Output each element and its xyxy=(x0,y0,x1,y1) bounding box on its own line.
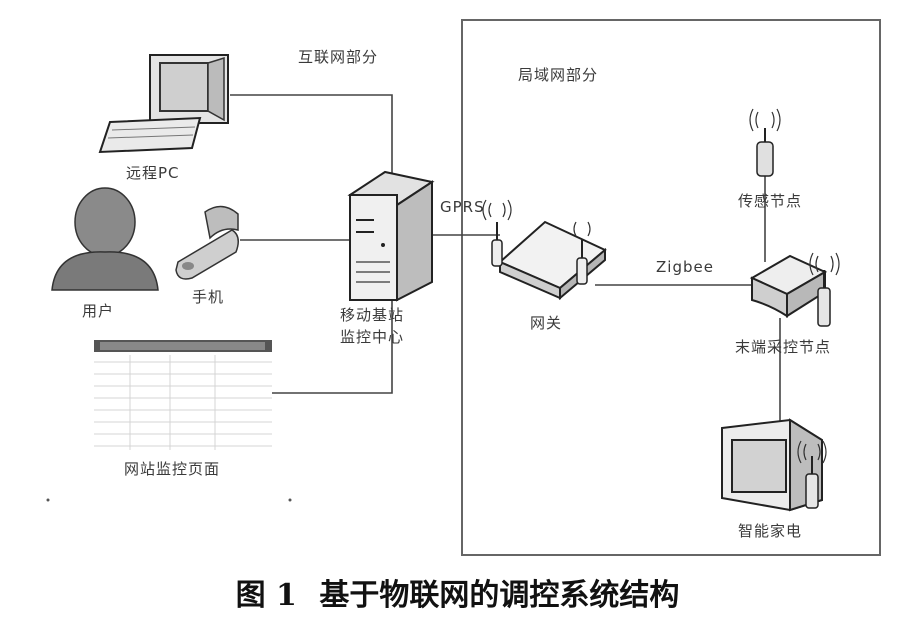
computer-icon xyxy=(98,54,229,154)
server-icon xyxy=(347,170,435,302)
line-pc-to-station xyxy=(230,94,393,180)
base-station-label-line1: 移动基站 xyxy=(340,306,405,324)
figure-number: 图 1 xyxy=(235,578,297,613)
sensor-node-icon xyxy=(749,108,781,177)
phone-icon xyxy=(175,205,239,280)
user-icon xyxy=(51,187,159,291)
gateway-icon xyxy=(491,220,607,301)
phone-label: 手机 xyxy=(192,288,225,306)
connection-lines xyxy=(230,94,781,425)
web-page-icon xyxy=(94,340,272,450)
sensor-node-label: 传感节点 xyxy=(738,192,803,210)
gprs-label: GPRS xyxy=(440,198,485,216)
remote-pc-label: 远程PC xyxy=(126,164,180,182)
internet-section-label: 互联网部分 xyxy=(298,48,379,66)
figure-title: 基于物联网的调控系统结构 xyxy=(319,578,680,613)
gateway-label: 网关 xyxy=(530,314,563,332)
line-web-to-station xyxy=(272,300,393,394)
wifi-icon xyxy=(482,199,591,237)
terminal-node-label: 末端采控节点 xyxy=(735,338,832,356)
user-label: 用户 xyxy=(82,302,115,320)
stray-dot xyxy=(46,498,50,502)
stray-dot xyxy=(288,498,292,502)
tv-icon xyxy=(721,418,827,512)
lan-boundary xyxy=(461,19,881,556)
terminal-node-icon xyxy=(749,252,840,327)
smart-appliance-label: 智能家电 xyxy=(738,522,803,540)
figure-caption: 图 1 基于物联网的调控系统结构 xyxy=(0,570,915,614)
zigbee-label: Zigbee xyxy=(656,258,714,276)
lan-section-label: 局域网部分 xyxy=(518,66,599,84)
base-station-label-line2: 监控中心 xyxy=(340,328,405,346)
web-page-label: 网站监控页面 xyxy=(124,460,221,478)
system-architecture-diagram xyxy=(46,19,881,556)
